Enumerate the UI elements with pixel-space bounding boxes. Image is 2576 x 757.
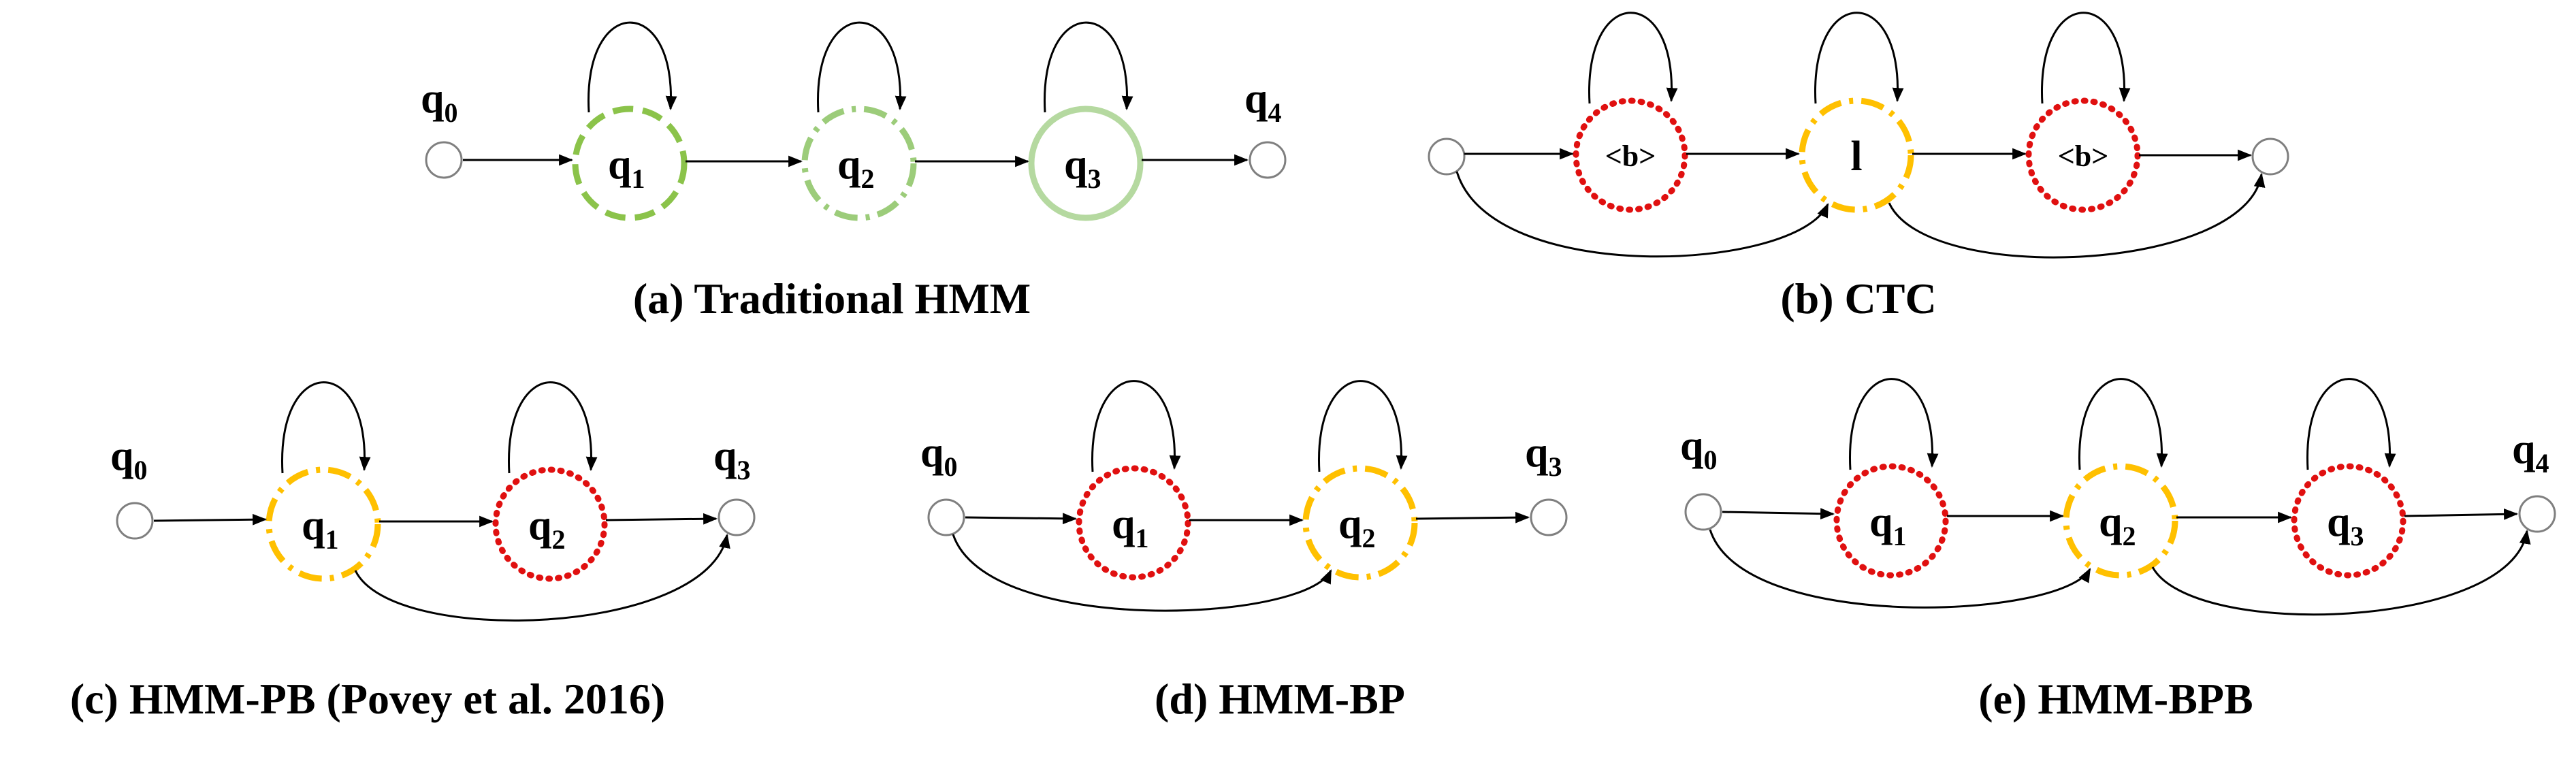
panel-c-end-label: q3 xyxy=(713,433,750,485)
panel-e-skip-q2-q4 xyxy=(2151,529,2531,616)
panel-d-selfloop-q2 xyxy=(1318,380,1408,472)
panel-b: <b> l <b> (b) CTC xyxy=(1428,12,2289,323)
panel-c-start-label: q0 xyxy=(110,433,147,485)
panel-a: q0 q4 q1 q2 q3 (a) Traditional HMM xyxy=(421,21,1287,323)
panel-e-start-node xyxy=(1684,493,1722,531)
panel-b-state-blank-2-label: <b> xyxy=(2058,140,2109,173)
panel-e-arrow-q0-q1 xyxy=(1722,508,1835,520)
panel-c-state-q1-label: q1 xyxy=(302,502,338,555)
panel-b-state-l xyxy=(1799,97,1914,213)
panel-a-end-node xyxy=(1249,141,1287,179)
panel-d-start-node xyxy=(927,498,965,536)
panel-b-state-l-label: l xyxy=(1850,133,1862,180)
panel-e-selfloop-q3 xyxy=(2306,378,2396,470)
panel-c-state-q1 xyxy=(265,466,381,582)
panel-b-skip-start-l xyxy=(1455,171,1829,258)
panel-c-skip-q1-q3 xyxy=(354,533,730,622)
panel-e-selfloop-q2 xyxy=(2078,378,2168,470)
panel-e-skip-q0-q2 xyxy=(1709,529,2091,609)
panel-b-selfloop-l xyxy=(1814,12,1904,104)
panel-a-end-label: q4 xyxy=(1244,76,1281,128)
panel-a-state-q2-label: q2 xyxy=(837,142,874,194)
panel-d-state-q2-label: q2 xyxy=(1338,501,1375,553)
panel-c-selfloop-q2 xyxy=(508,381,598,474)
panel-b-state-blank-1-label: <b> xyxy=(1605,140,1656,173)
panel-d: q0 q3 q1 q2 (d) HMM-BP xyxy=(920,380,1568,723)
panel-a-start-node xyxy=(425,141,463,179)
panel-d-end-label: q3 xyxy=(1525,430,1562,482)
panel-c-caption: (c) HMM-PB (Povey et al. 2016) xyxy=(70,675,665,723)
panel-c-selfloop-q1 xyxy=(281,381,371,474)
panel-e-state-q1 xyxy=(1833,463,1949,579)
panel-a-caption: (a) Traditional HMM xyxy=(633,274,1031,323)
panel-b-selfloop-blank1 xyxy=(1588,12,1678,104)
panel-d-caption: (d) HMM-BP xyxy=(1155,675,1405,723)
panel-d-start-label: q0 xyxy=(920,430,957,482)
panel-b-state-blank-2 xyxy=(2025,97,2141,213)
panel-d-state-q1 xyxy=(1076,465,1191,581)
panel-b-start-node xyxy=(1428,138,1466,176)
panel-c: q0 q3 q1 q2 (c) HMM-PB (Povey et al. 201… xyxy=(70,381,756,723)
panel-e-start-label: q0 xyxy=(1680,423,1717,475)
panel-d-state-q1-label: q1 xyxy=(1112,501,1148,553)
panel-c-state-q2 xyxy=(492,466,608,582)
panel-a-state-q1 xyxy=(572,106,688,221)
panel-e-state-q2 xyxy=(2063,463,2178,579)
panel-b-end-node xyxy=(2251,138,2289,176)
panel-d-state-q2 xyxy=(1302,465,1418,581)
panel-a-state-q1-label: q1 xyxy=(608,142,645,194)
panel-a-selfloop-q1 xyxy=(587,21,677,113)
panel-c-arrow-q2-q3 xyxy=(605,513,718,525)
panel-d-arrow-q0-q1 xyxy=(965,513,1078,525)
panel-e: q0 q4 q1 q2 q3 (e) HMM-BPB xyxy=(1680,378,2556,723)
panel-b-state-blank-1 xyxy=(1573,97,1688,213)
panel-c-start-node xyxy=(116,502,154,540)
panel-d-arrow-q2-q3 xyxy=(1415,511,1530,524)
panel-e-state-q3 xyxy=(2291,463,2406,579)
panel-a-selfloop-q3 xyxy=(1044,21,1133,113)
panel-b-selfloop-blank2 xyxy=(2041,12,2131,104)
panel-e-arrow-q3-q4 xyxy=(2404,508,2519,520)
panel-e-end-label: q4 xyxy=(2512,426,2549,479)
panel-a-start-label: q0 xyxy=(421,76,457,128)
panel-c-arrow-q0-q1 xyxy=(153,513,268,526)
panel-e-end-node xyxy=(2518,495,2556,533)
panel-a-selfloop-q2 xyxy=(817,21,907,113)
panel-e-state-q2-label: q2 xyxy=(2099,499,2136,551)
panel-d-skip-q0-q2 xyxy=(952,534,1332,612)
panel-a-state-q2 xyxy=(801,106,917,221)
panel-a-state-q3 xyxy=(1028,106,1144,221)
panel-b-skip-l-end xyxy=(1888,172,2266,259)
panel-c-end-node xyxy=(718,498,756,536)
panel-e-state-q1-label: q1 xyxy=(1869,499,1906,551)
panel-d-selfloop-q1 xyxy=(1091,380,1181,472)
panel-e-caption: (e) HMM-BPB xyxy=(1978,675,2253,723)
panel-b-caption: (b) CTC xyxy=(1780,274,1936,323)
panel-e-selfloop-q1 xyxy=(1849,378,1939,470)
panel-a-state-q3-label: q3 xyxy=(1064,142,1101,194)
panel-c-state-q2-label: q2 xyxy=(528,502,565,555)
panel-d-end-node xyxy=(1530,498,1568,536)
panel-e-state-q3-label: q3 xyxy=(2327,499,2364,551)
